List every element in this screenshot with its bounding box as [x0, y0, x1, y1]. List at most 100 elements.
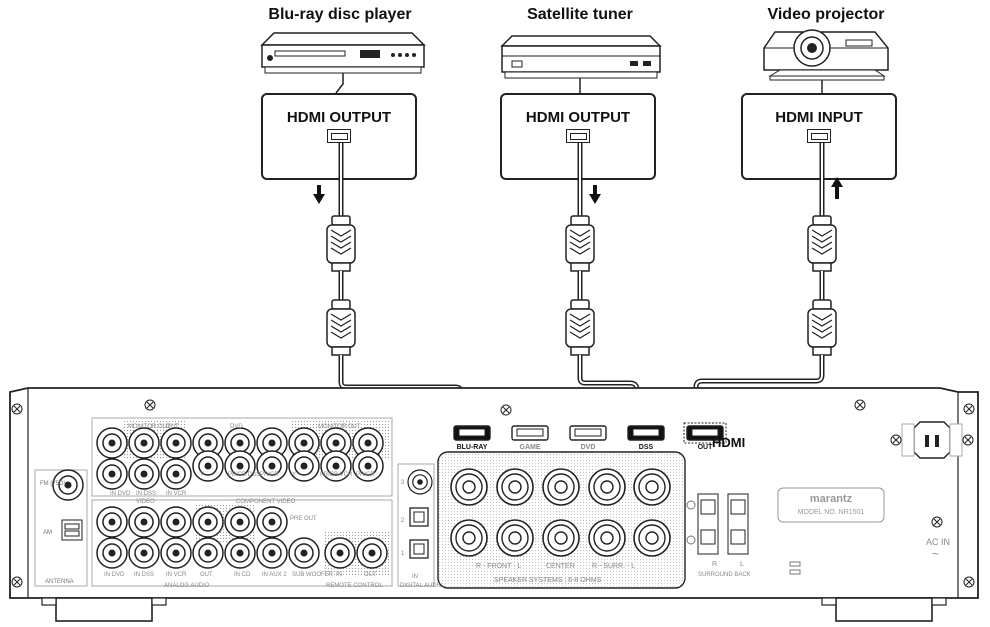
rca-jack-video — [160, 458, 192, 490]
surr-label: R - SURR. - L — [592, 563, 635, 570]
jack-labels: IN DVD IN DSS IN VCR MONITOR OUT OUT DVD… — [104, 424, 443, 589]
jack-label-in-vcr-2: IN VCR — [166, 572, 187, 578]
jack-label-out-2: OUT — [200, 572, 213, 578]
jack-label-y-2: Y — [292, 472, 296, 478]
speaker-post — [496, 468, 534, 506]
device-title-bluray: Blu-ray disc player — [268, 6, 412, 23]
satellite-hdmi-port — [566, 129, 590, 143]
jack-label-aux2: IN AUX 2 — [262, 572, 287, 578]
rca-jack-audio-l — [160, 506, 192, 538]
receiver-hdmi-port: BLU-RAY — [453, 425, 491, 451]
receiver-hdmi-port: OUT — [683, 422, 727, 451]
jack-label-in-cd: IN CD — [234, 572, 251, 578]
rca-jack-video — [96, 458, 128, 490]
speaker-post — [450, 519, 488, 557]
receiver-hdmi-port: DVD — [569, 425, 607, 451]
jack-label-in-dss-2: IN DSS — [134, 572, 154, 578]
analog-audio-label: ANALOG AUDIO — [164, 583, 210, 589]
jack-label-in-dvd: IN DVD — [110, 491, 131, 497]
sb-l-label: L — [740, 561, 744, 568]
jack-label-in-dss: IN DSS — [136, 491, 156, 497]
video-label: VIDEO — [136, 499, 155, 505]
projector-icon — [763, 29, 889, 81]
rca-jack-component — [192, 450, 224, 482]
rca-jack-audio-l — [192, 506, 224, 538]
speaker-post — [588, 468, 626, 506]
speaker-post — [542, 468, 580, 506]
speaker-systems-label: SPEAKER SYSTEMS : 6-8 OHMS — [494, 577, 602, 584]
receiver-hdmi-port: GAME — [511, 425, 549, 451]
device-title-satellite: Satellite tuner — [527, 6, 633, 23]
ac-inlet: AC IN ~ — [890, 421, 974, 561]
device-title-projector: Video projector — [767, 6, 885, 23]
rca-jack-top — [96, 427, 128, 459]
rca-jack-audio-r — [288, 537, 320, 569]
hdmi-port-label: GAME — [520, 444, 541, 451]
receiver-hdmi-port: DSS — [627, 425, 665, 451]
rca-jack-video — [128, 458, 160, 490]
jack-label-monitor-out-2: MONITOR OUT — [318, 424, 361, 430]
rca-jack-audio-r — [224, 537, 256, 569]
pre-out-label: PRE OUT — [290, 516, 317, 522]
am-label: AM — [43, 530, 52, 536]
digital-3-label: 3 — [401, 480, 405, 486]
hdmi-port-label: DVD — [581, 444, 596, 451]
projector-hdmi-box: HDMI INPUT — [741, 93, 897, 180]
hdmi-cables — [338, 143, 825, 216]
digital-in-label: IN — [412, 574, 418, 580]
rca-jack-audio-r — [160, 537, 192, 569]
speaker-post — [588, 519, 626, 557]
jack-label-monitor-out: MONITOR OUT — [128, 424, 171, 430]
rca-jack-top — [128, 427, 160, 459]
rca-jack-audio-l — [128, 506, 160, 538]
rca-jack-audio-r — [128, 537, 160, 569]
rca-jack-audio-l — [96, 506, 128, 538]
rca-jack-audio-r — [96, 537, 128, 569]
surround-back-terminals: R L SURROUND BACK — [686, 493, 751, 578]
model-label: MODEL NO. NR1501 — [798, 509, 865, 516]
projector-hdmi-port — [807, 129, 831, 143]
receiver-hdmi-ports: BLU-RAY GAME DVD DSS OUT — [453, 422, 727, 451]
model-plate: marantz MODEL NO. NR1501 — [777, 487, 885, 575]
remote-in-label: IN — [336, 572, 342, 578]
rca-jack-audio-r — [192, 537, 224, 569]
speaker-labels: R - FRONT - L CENTER R - SURR. - L SPEAK… — [476, 563, 635, 584]
sb-r-label: R — [712, 561, 717, 568]
jack-label-pbcb-2: PB/CB VCR — [320, 472, 353, 478]
satellite-hdmi-box: HDMI OUTPUT — [500, 93, 656, 180]
arrow-down-icon — [313, 185, 325, 204]
jack-label-prcr: PR/CR — [260, 472, 279, 478]
digital-2-label: 2 — [401, 518, 405, 524]
jack-label-out: OUT — [166, 424, 179, 430]
bluray-hdmi-box: HDMI OUTPUT — [261, 93, 417, 180]
jack-label-y: Y — [200, 472, 204, 478]
svg-text:~: ~ — [932, 547, 939, 561]
antenna-label: ANTENNA — [45, 579, 74, 585]
rca-jack-audio-r — [324, 537, 356, 569]
arrow-up-icon — [831, 177, 843, 199]
hdmi-port-label: DSS — [639, 444, 654, 451]
hdmi-port-label: BLU-RAY — [457, 444, 488, 451]
hdmi-logo: HDMI — [712, 435, 745, 450]
antenna-section: FM (75Ω) AM ANTENNA — [34, 469, 88, 587]
digital-audio-jacks — [407, 469, 433, 559]
hdmi-port-label: OUT — [698, 444, 714, 451]
digital-audio-label: DIGITAL AUDIO — [400, 583, 443, 589]
front-label: R - FRONT - L — [476, 563, 521, 570]
speaker-post — [633, 468, 671, 506]
bluray-player-icon — [260, 32, 426, 74]
jack-label-dvd: DVD — [230, 424, 243, 430]
speaker-post — [542, 519, 580, 557]
remote-control-label: REMOTE CONTROL — [326, 583, 383, 589]
component-video-label: COMPONENT VIDEO — [236, 499, 296, 505]
brand-label: marantz — [810, 493, 853, 505]
remote-out-label: OUT — [364, 572, 377, 578]
jack-label-in-vcr: IN VCR — [166, 491, 187, 497]
bluray-hdmi-port — [327, 129, 351, 143]
center-label: CENTER — [546, 563, 575, 570]
rca-jack-audio-r — [256, 537, 288, 569]
rca-jack-top — [160, 427, 192, 459]
rca-jack-audio-l — [224, 506, 256, 538]
